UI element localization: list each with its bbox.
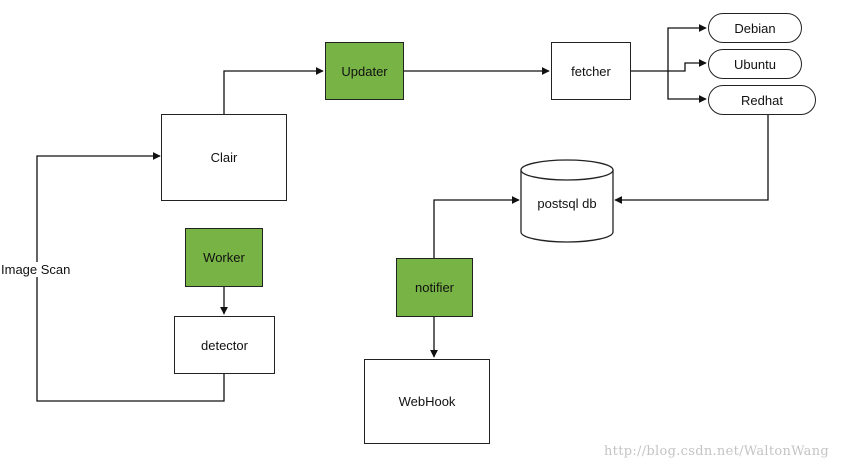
postgres-db-shape xyxy=(520,159,614,243)
postgres-db-label: postsql db xyxy=(537,196,597,211)
edge-fetcher-ubuntu xyxy=(668,59,707,72)
debian-node[interactable]: Debian xyxy=(708,13,802,43)
webhook-node[interactable]: WebHook xyxy=(364,359,490,444)
detector-node[interactable]: detector xyxy=(174,316,275,374)
edge-clair-updater xyxy=(223,67,324,114)
ubuntu-node[interactable]: Ubuntu xyxy=(708,49,802,79)
worker-node[interactable]: Worker xyxy=(185,228,263,287)
image-scan-label: Image Scan xyxy=(0,262,72,277)
watermark-text: http://blog.csdn.net/WaltonWang xyxy=(604,444,830,459)
edge-detector-clair xyxy=(36,152,225,402)
edge-notifier-postgres xyxy=(433,196,520,258)
clair-node[interactable]: Clair xyxy=(161,114,287,201)
edge-fetcher-redhat xyxy=(667,71,707,103)
fetcher-node[interactable]: fetcher xyxy=(551,42,631,100)
updater-node[interactable]: Updater xyxy=(325,42,404,100)
edge-redhat-postgres xyxy=(614,115,769,204)
notifier-node[interactable]: notifier xyxy=(396,258,473,317)
edge-fetcher-debian xyxy=(631,24,707,72)
redhat-node[interactable]: Redhat xyxy=(708,85,816,115)
